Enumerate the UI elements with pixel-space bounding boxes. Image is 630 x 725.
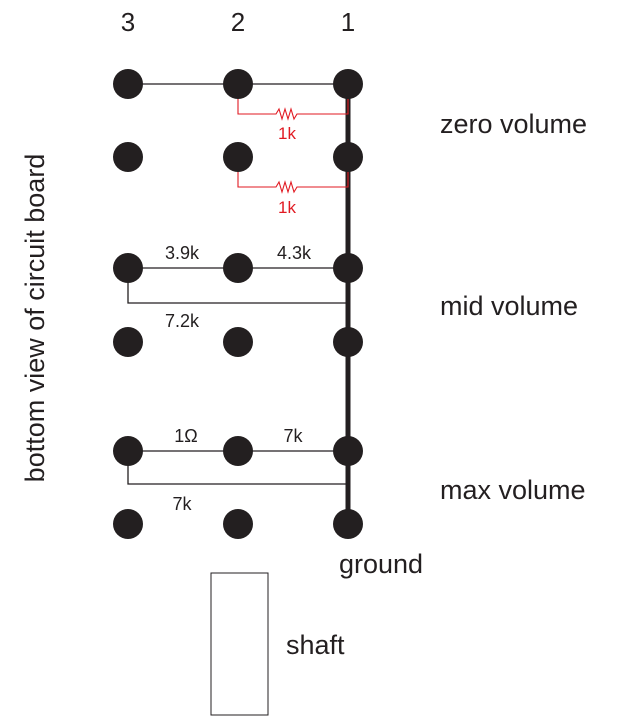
mid-resistor-left-value: 3.9k <box>165 243 200 263</box>
pad-mid-b-col1 <box>333 327 363 357</box>
max-resistor-right-value: 7k <box>283 426 303 446</box>
pad-max-b-col3 <box>113 509 143 539</box>
shaft-outline <box>210 572 269 716</box>
max-resistor-left-value: 1Ω <box>174 426 197 446</box>
max-volume-label: max volume <box>440 475 586 505</box>
pad-max-b-col1 <box>333 509 363 539</box>
column-2-label: 2 <box>231 7 245 37</box>
pad-max-a-col1 <box>333 436 363 466</box>
mid-resistor-long-value: 7.2k <box>165 311 200 331</box>
pad-mid-a-col1 <box>333 253 363 283</box>
column-3-label: 3 <box>121 7 135 37</box>
pad-mid-b-col2 <box>223 327 253 357</box>
ground-label: ground <box>339 549 423 579</box>
solder-pads <box>113 69 363 539</box>
pad-zero-b-col1 <box>333 142 363 172</box>
pad-zero-b-col2 <box>223 142 253 172</box>
max-resistor-long-value: 7k <box>172 494 192 514</box>
zero-resistor-bottom-value: 1k <box>278 198 296 217</box>
zero-resistor-bottom <box>237 168 349 194</box>
pad-zero-a-col2 <box>223 69 253 99</box>
side-label: bottom view of circuit board <box>20 154 50 483</box>
pad-mid-b-col3 <box>113 327 143 357</box>
column-1-label: 1 <box>341 7 355 37</box>
zero-resistor-top-value: 1k <box>278 124 296 143</box>
pad-mid-a-col3 <box>113 253 143 283</box>
mid-volume-label: mid volume <box>440 291 578 321</box>
pad-zero-a-col3 <box>113 69 143 99</box>
mid-resistor-right-value: 4.3k <box>277 243 312 263</box>
zero-resistor-top <box>237 96 349 121</box>
shaft-label: shaft <box>286 630 345 660</box>
zero-volume-label: zero volume <box>440 109 587 139</box>
pad-zero-b-col3 <box>113 142 143 172</box>
pad-max-a-col3 <box>113 436 143 466</box>
pad-mid-a-col2 <box>223 253 253 283</box>
pad-zero-a-col1 <box>333 69 363 99</box>
pad-max-b-col2 <box>223 509 253 539</box>
pad-max-a-col2 <box>223 436 253 466</box>
